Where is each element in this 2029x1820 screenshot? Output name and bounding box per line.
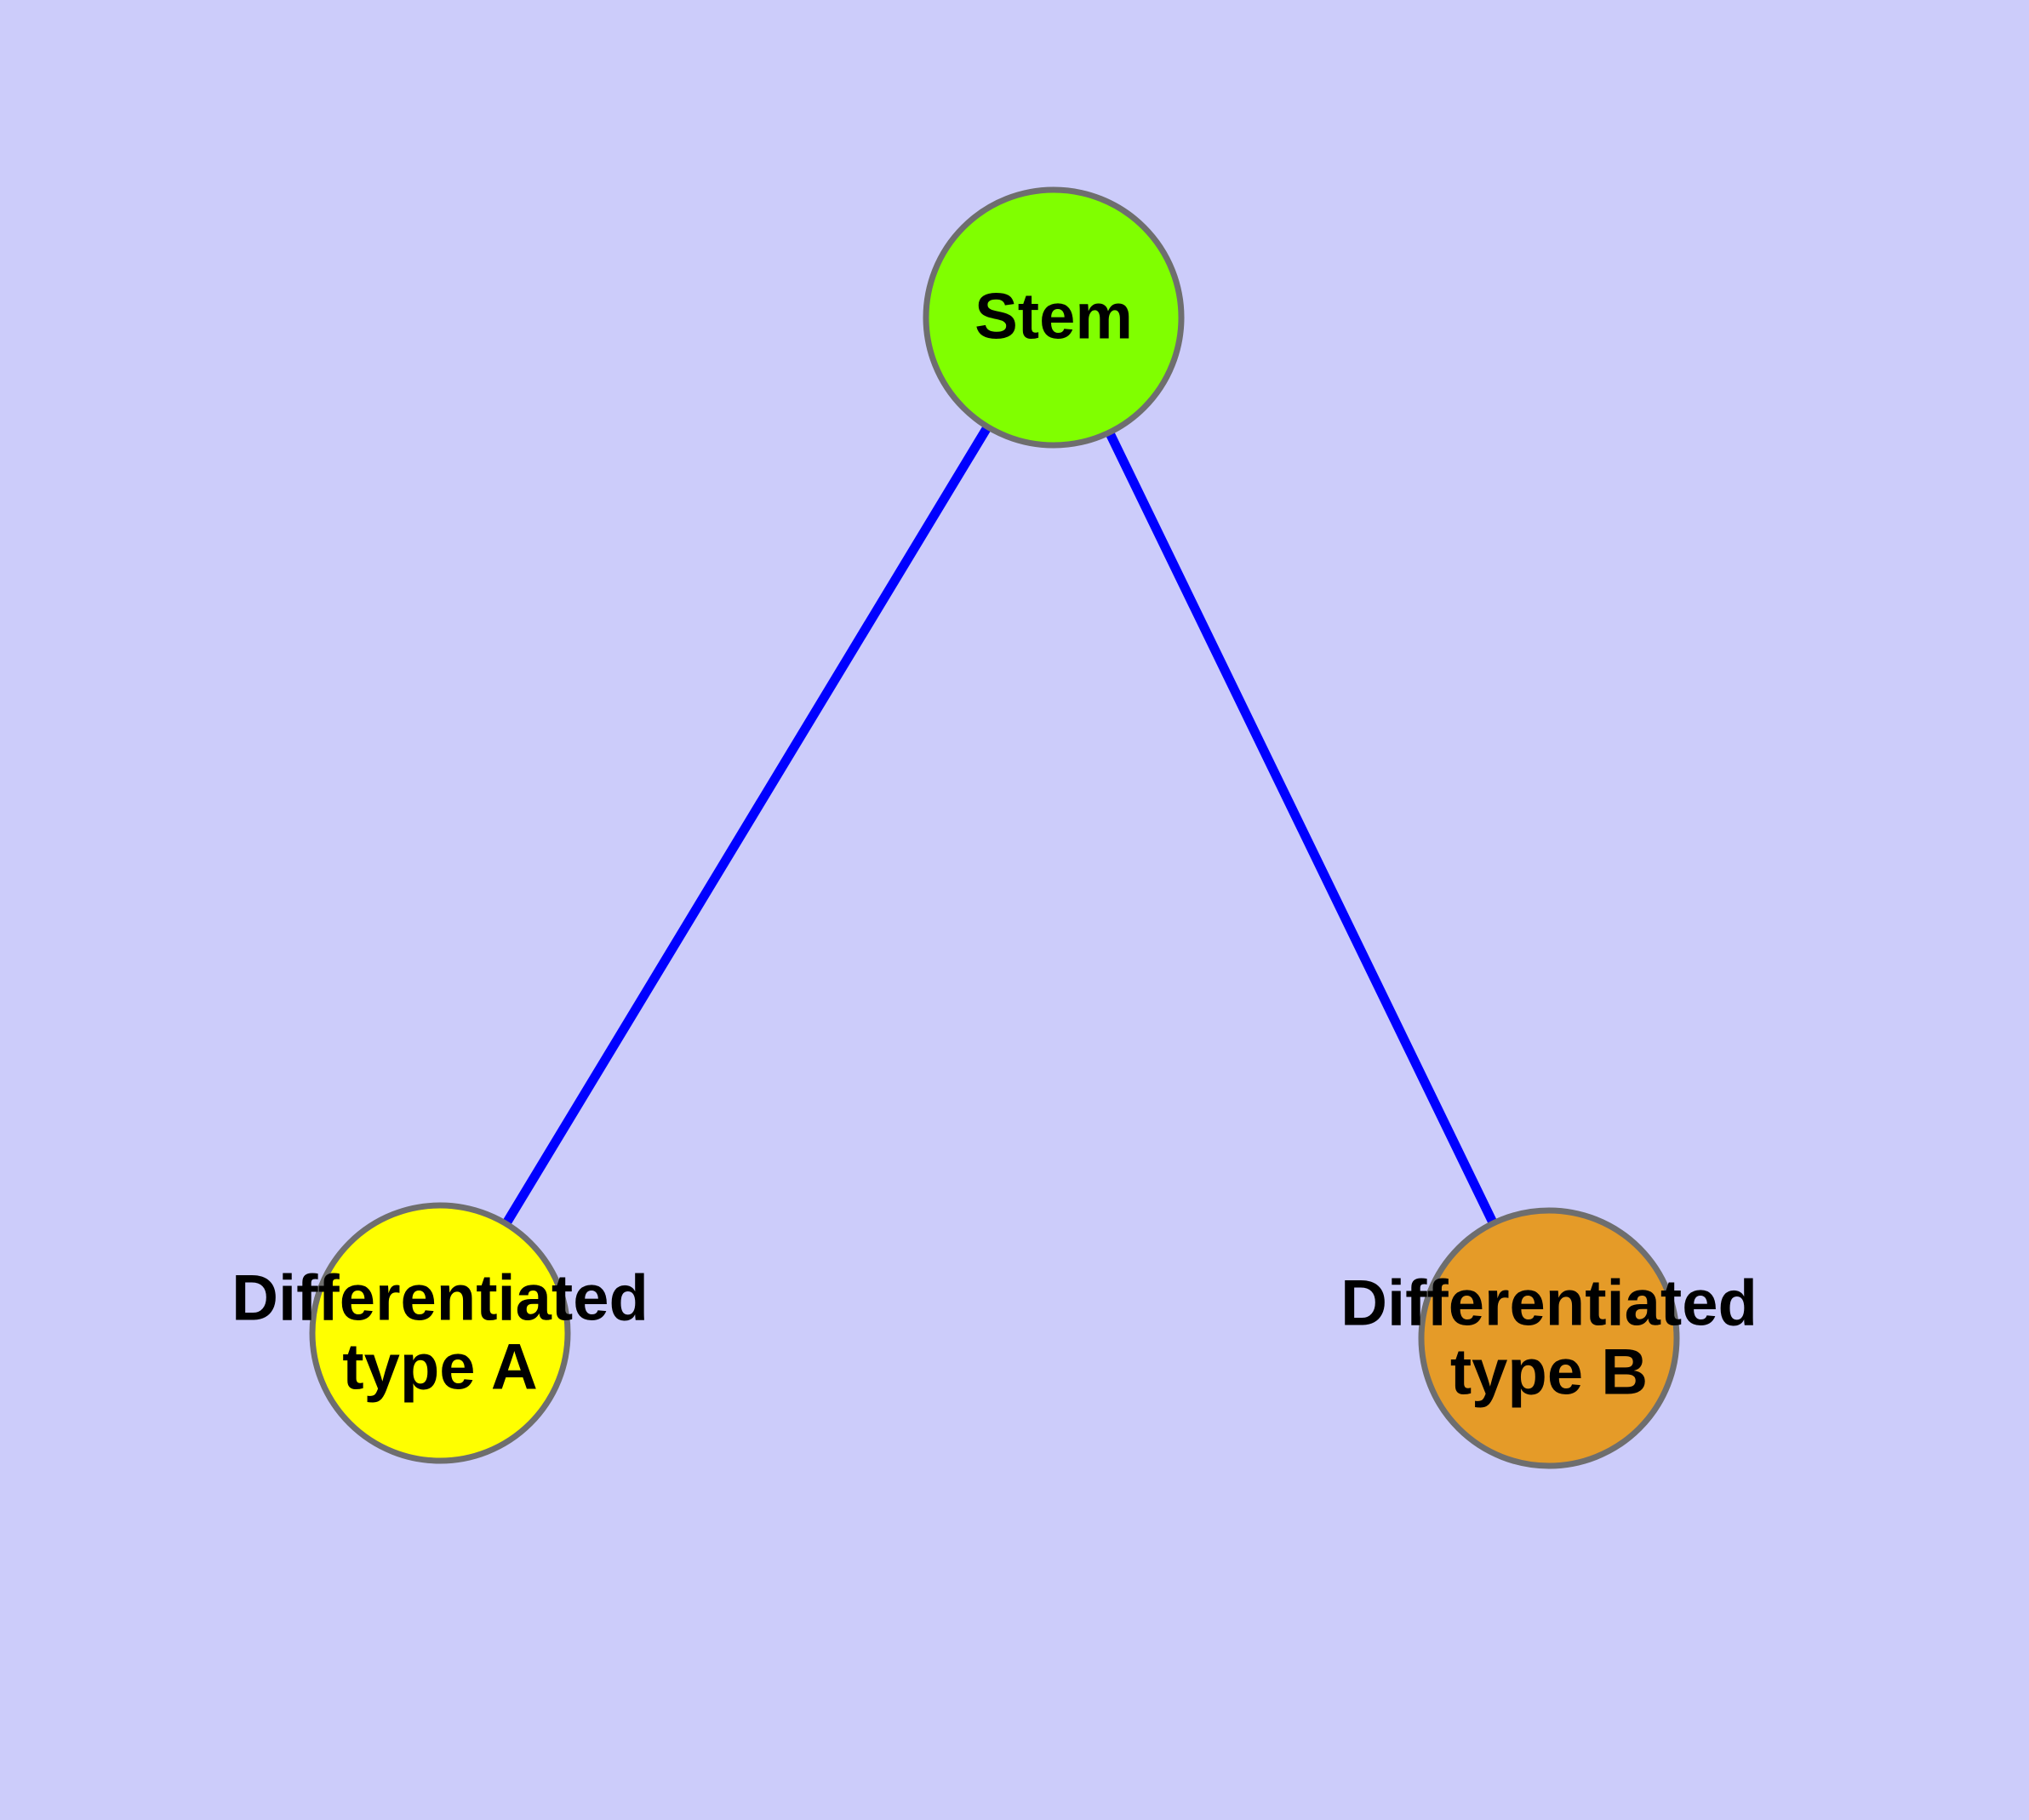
- graph-node-stem[interactable]: [923, 186, 1185, 449]
- graph-node-diff_a[interactable]: [309, 1202, 571, 1464]
- graph-edge[interactable]: [1105, 430, 1498, 1226]
- edges-layer: [501, 424, 1498, 1227]
- nodes-layer: [309, 186, 1680, 1469]
- graph-edge[interactable]: [501, 424, 992, 1227]
- graph-node-diff_b[interactable]: [1418, 1207, 1680, 1469]
